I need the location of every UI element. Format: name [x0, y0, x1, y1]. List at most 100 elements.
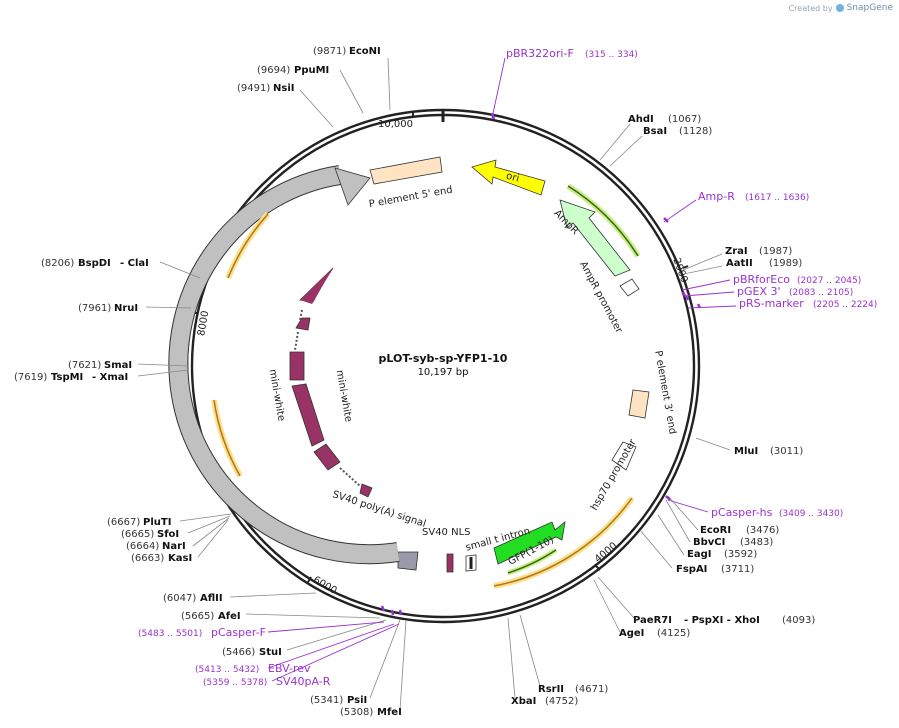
feature-label-mini-white-outer: mini-white [267, 368, 287, 422]
enzyme-agei[interactable]: AgeI [619, 628, 644, 639]
enzyme-nsii-pos: (9491) [237, 83, 270, 94]
enzyme-nrui[interactable]: NruI [114, 303, 138, 314]
enzyme-zrai[interactable]: ZraI [725, 246, 748, 257]
enzyme-sfoi-pos: (6665) [121, 529, 154, 540]
feature-mini-white-outer[interactable]: mini-white [168, 165, 400, 565]
enzyme-psii[interactable]: PsiI [347, 695, 367, 706]
enzyme-pluti[interactable]: PluTI [143, 517, 171, 528]
enzyme-rsrii-pos: (4671) [575, 684, 608, 695]
enzyme-paer7i-pos: (4093) [782, 615, 815, 626]
feature-ampr[interactable]: AmpR [551, 199, 631, 277]
primer-pbrforeco[interactable]: pBRforEco [733, 273, 790, 286]
feature-p-element-5[interactable]: P element 5' end [368, 156, 454, 211]
primer-pgex3[interactable]: pGEX 3' [737, 285, 781, 298]
enzyme-kasi-pos: (6663) [131, 553, 164, 564]
enzyme-labels: (9871) EcoNI (9694) PpuMI (9491) NsiI Ah… [14, 46, 815, 718]
enzyme-nari-pos: (6664) [126, 541, 159, 552]
enzyme-nrui-pos: (7961) [78, 303, 111, 314]
enzyme-pluti-pos: (6667) [107, 517, 140, 528]
enzyme-econi[interactable]: EcoNI [349, 46, 381, 57]
enzyme-econi-pos: (9871) [313, 46, 346, 57]
enzyme-bspdi[interactable]: BspDI [78, 258, 111, 269]
feature-p-element-3[interactable]: P element 3' end [628, 350, 678, 435]
enzyme-stui[interactable]: StuI [259, 647, 282, 658]
tick-label-4000: 4000 [593, 540, 620, 565]
enzyme-afei[interactable]: AfeI [218, 611, 241, 622]
enzyme-fspai[interactable]: FspAI [676, 564, 707, 575]
credit-brand: SnapGene [846, 3, 893, 13]
enzyme-mlui[interactable]: MluI [734, 446, 758, 457]
enzyme-eagi-pos: (3592) [724, 549, 757, 560]
enzyme-stui-pos: (5466) [222, 647, 255, 658]
primer-ebv-rev-range: (5413 .. 5432) [195, 665, 259, 675]
snapgene-logo-icon [835, 4, 844, 12]
primer-labels: pBR322ori-F (315 .. 334) Amp-R (1617 .. … [138, 47, 877, 688]
enzyme-ecori-pos: (3476) [746, 525, 779, 536]
enzyme-paer7i-extra: - PspXI - XhoI [684, 615, 760, 626]
feature-sv40-nls[interactable]: SV40 NLS [422, 527, 471, 573]
enzyme-mfei-pos: (5308) [340, 707, 373, 718]
primer-ebv-rev[interactable]: EBV-rev [268, 662, 311, 675]
feature-label-mini-white-inner: mini-white [334, 369, 354, 423]
enzyme-ppumi-pos: (9694) [257, 65, 290, 76]
enzyme-aatii[interactable]: AatII [726, 258, 753, 269]
enzyme-bbvci-pos: (3483) [740, 537, 773, 548]
feature-ampr-promoter[interactable]: AmpR promoter [577, 260, 640, 336]
enzyme-aflii[interactable]: AflII [200, 593, 223, 604]
enzyme-ppumi[interactable]: PpuMI [294, 65, 329, 76]
feature-gfp[interactable]: GFP(1-10) [493, 521, 566, 568]
enzyme-tspmi-extra: - XmaI [92, 372, 128, 383]
enzyme-xbai[interactable]: XbaI [511, 696, 536, 707]
leader-lines [137, 57, 731, 711]
enzyme-rsrii[interactable]: RsrII [538, 684, 564, 695]
feature-label-sv40-nls: SV40 NLS [422, 527, 471, 538]
enzyme-psii-pos: (5341) [310, 695, 343, 706]
primer-pbr322ori-f-range: (315 .. 334) [585, 50, 638, 60]
tick-10000: 10,000 [378, 113, 414, 130]
primer-pcasper-f[interactable]: pCasper-F [211, 626, 266, 639]
enzyme-smai[interactable]: SmaI [104, 360, 132, 371]
enzyme-ahdi[interactable]: AhdI [628, 114, 654, 125]
enzyme-tspmi[interactable]: TspMI [51, 372, 83, 383]
enzyme-sfoi[interactable]: SfoI [157, 529, 179, 540]
enzyme-xbai-pos: (4752) [545, 696, 578, 707]
primer-lines [267, 57, 737, 682]
enzyme-bspdi-pos: (8206) [41, 258, 74, 269]
enzyme-paer7i[interactable]: PaeR7I [633, 615, 672, 626]
primer-pcasper-hs-range: (3409 .. 3430) [779, 509, 843, 519]
primer-marks [380, 112, 702, 616]
tick-label-10000: 10,000 [378, 119, 413, 130]
tick-label-2000: 2000 [670, 257, 689, 285]
enzyme-ahdi-pos: (1067) [668, 114, 701, 125]
enzyme-bbvci[interactable]: BbvCI [693, 537, 725, 548]
credit-prefix: Created by [788, 3, 833, 13]
primer-pbr322ori-f[interactable]: pBR322ori-F [506, 47, 574, 60]
primer-sv40pa-r[interactable]: SV40pA-R [276, 675, 331, 688]
enzyme-aflii-pos: (6047) [163, 593, 196, 604]
primer-pgex3-range: (2083 .. 2105) [789, 288, 853, 298]
enzyme-eagi[interactable]: EagI [687, 549, 711, 560]
enzyme-nari[interactable]: NarI [162, 541, 186, 552]
primer-amp-r[interactable]: Amp-R [698, 190, 735, 203]
feature-ori[interactable]: ori [471, 159, 546, 196]
primer-pcasper-hs[interactable]: pCasper-hs [711, 506, 773, 519]
feature-label-sv40-polya: SV40 poly(A) signal [331, 489, 427, 530]
enzyme-afei-pos: (5665) [181, 611, 214, 622]
feature-mini-white-inner[interactable]: mini-white [289, 267, 373, 498]
enzyme-bsai-pos: (1128) [679, 126, 712, 137]
enzyme-ecori[interactable]: EcoRI [700, 525, 731, 536]
primer-sv40pa-r-range: (5359 .. 5378) [203, 678, 267, 688]
primer-prs-marker-range: (2205 .. 2224) [813, 300, 877, 310]
enzyme-fspai-pos: (3711) [721, 564, 754, 575]
enzyme-kasi[interactable]: KasI [168, 553, 192, 564]
tick-2000: 2000 [670, 257, 689, 285]
enzyme-bsai[interactable]: BsaI [643, 126, 667, 137]
enzyme-nsii[interactable]: NsiI [273, 83, 294, 94]
primer-prs-marker[interactable]: pRS-marker [739, 297, 804, 310]
enzyme-mfei[interactable]: MfeI [377, 707, 402, 718]
enzyme-zrai-pos: (1987) [759, 246, 792, 257]
feature-label-p5: P element 5' end [368, 185, 453, 211]
plasmid-name: pLOT-syb-sp-YFP1-10 [379, 352, 508, 365]
tick-label-8000: 8000 [196, 310, 211, 337]
